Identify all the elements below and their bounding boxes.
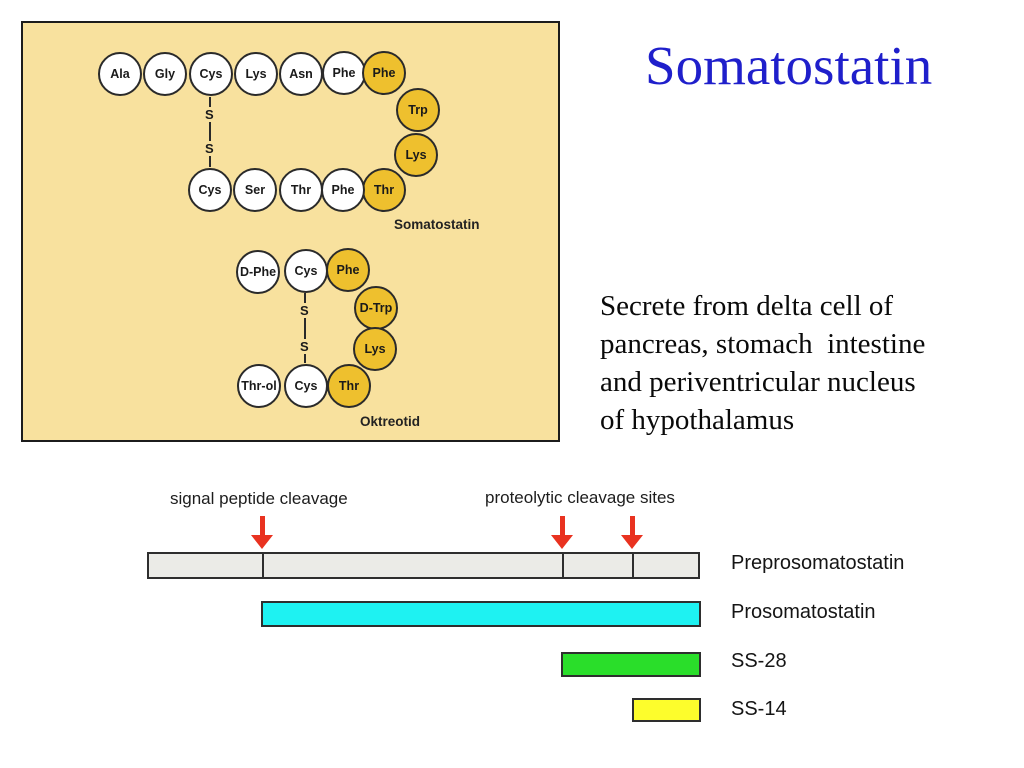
residue-lys: Lys [234, 52, 278, 96]
residue-cys2: Cys [188, 168, 232, 212]
residue-lys-highlight: Lys [353, 327, 397, 371]
bar-segment-divider [262, 554, 264, 577]
prosomatostatin-bar [261, 601, 701, 627]
sulfur-label: S [298, 339, 311, 354]
bar-segment-divider [562, 554, 564, 577]
residue-dphe: D-Phe [236, 250, 280, 294]
body-line: pancreas, stomach intestine [600, 328, 926, 360]
signal-peptide-cleavage-label: signal peptide cleavage [170, 489, 348, 508]
residue-cys2: Cys [284, 364, 328, 408]
ss14-bar [632, 698, 701, 722]
cleavage-arrow-icon [551, 516, 573, 549]
disulfide-bond-line [209, 97, 211, 167]
disulfide-bond-line [304, 293, 306, 363]
ss28-label: SS-28 [731, 650, 787, 672]
sulfur-label: S [203, 107, 216, 122]
cleavage-arrow-icon [251, 516, 273, 549]
ss14-label: SS-14 [731, 698, 787, 720]
slide-body-text: Secrete from delta cell of pancreas, sto… [600, 287, 1010, 439]
sulfur-label: S [203, 141, 216, 156]
body-line: and periventricular nucleus [600, 366, 916, 398]
preprosomatostatin-bar [147, 552, 700, 579]
residue-thr-highlight: Thr [362, 168, 406, 212]
octreotide-structure-label: Oktreotid [360, 414, 421, 429]
residue-thr-highlight: Thr [327, 364, 371, 408]
prosomatostatin-label: Prosomatostatin [731, 601, 876, 623]
cleavage-arrow-icon [621, 516, 643, 549]
slide-title: Somatostatin [645, 35, 933, 96]
body-line: Secrete from delta cell of [600, 290, 894, 322]
residue-cys: Cys [284, 249, 328, 293]
residue-trp-highlight: Trp [396, 88, 440, 132]
residue-asn: Asn [279, 52, 323, 96]
sulfur-label: S [298, 303, 311, 318]
residue-dtrp-highlight: D-Trp [354, 286, 398, 330]
proteolytic-cleavage-sites-label: proteolytic cleavage sites [485, 488, 675, 507]
bar-segment-divider [632, 554, 634, 577]
residue-gly: Gly [143, 52, 187, 96]
residue-thr2: Thr [279, 168, 323, 212]
residue-phe-highlight: Phe [362, 51, 406, 95]
ss28-bar [561, 652, 701, 677]
body-line: of hypothalamus [600, 404, 795, 436]
residue-ala: Ala [98, 52, 142, 96]
residue-phe: Phe [322, 51, 366, 95]
residue-lys-highlight: Lys [394, 133, 438, 177]
residue-phe-highlight: Phe [326, 248, 370, 292]
somatostatin-structure-label: Somatostatin [394, 217, 480, 232]
structure-panel: Ala Gly Cys Lys Asn Phe Phe Trp Lys Thr … [21, 21, 560, 442]
preprosomatostatin-label: Preprosomatostatin [731, 552, 905, 574]
residue-ser: Ser [233, 168, 277, 212]
residue-cys: Cys [189, 52, 233, 96]
residue-throl: Thr-ol [237, 364, 281, 408]
residue-phe2: Phe [321, 168, 365, 212]
